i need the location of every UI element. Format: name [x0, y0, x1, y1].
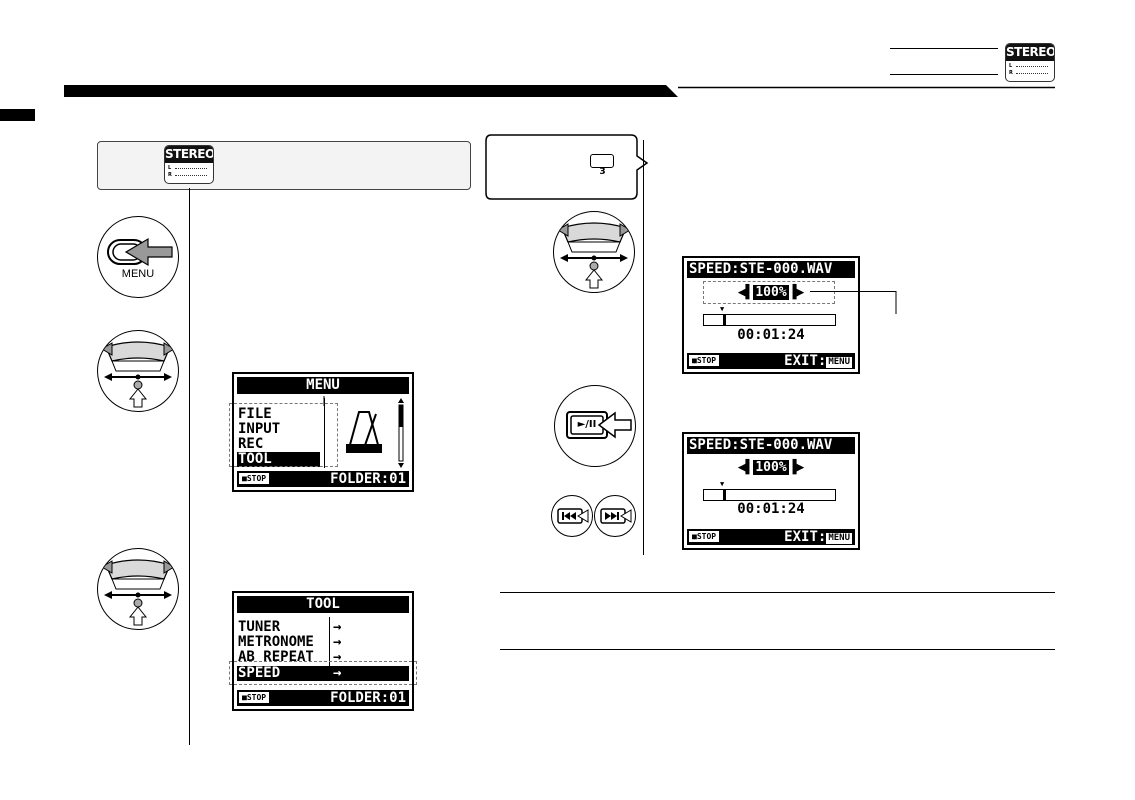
folder-indicator: FOLDER:01 — [330, 471, 406, 487]
folder-indicator: FOLDER:01 — [330, 690, 406, 706]
stereo-badge-label: STEREO — [1006, 44, 1055, 61]
header-bar — [0, 85, 1055, 121]
dial-icon — [101, 559, 175, 626]
playback-time: 00:01:24 — [737, 327, 805, 343]
menu-screen-footer: ■STOP FOLDER:01 — [237, 471, 409, 487]
speed-value: 100% — [753, 460, 789, 475]
menu-screen: MENU FILE INPUT REC TOOL ■STOP FOLDER:01 — [232, 372, 414, 492]
menu-button-icon — [107, 237, 173, 267]
tool-screen-footer: ■STOP FOLDER:01 — [237, 690, 409, 706]
small-key-icon — [590, 154, 614, 168]
stop-indicator: ■STOP — [239, 692, 270, 703]
menu-callout-line — [323, 396, 325, 406]
stereo-meter-icon: L R — [165, 163, 213, 181]
dial-icon — [557, 222, 631, 289]
note-bottom-rule — [500, 649, 1055, 650]
menu-item-file: FILE — [238, 406, 272, 422]
tool-selection-highlight — [229, 661, 417, 685]
dial-icon — [101, 341, 175, 408]
tool-arrow-3: → — [333, 649, 342, 665]
rewind-icon — [557, 508, 589, 524]
menu-item-rec: REC — [238, 436, 264, 452]
speed-screen-2: SPEED:STE-000.WAV ◀▌100%▐▶ ▼ 00:01:24 ■S… — [682, 432, 860, 550]
metronome-icon — [346, 411, 382, 453]
callout-box — [485, 134, 649, 200]
step-mode-box — [97, 141, 471, 190]
header-rule-1 — [890, 48, 998, 49]
menu-scrollbar — [398, 398, 404, 468]
tool-arrow-4: → — [333, 665, 342, 681]
tool-arrow-1: → — [333, 619, 342, 635]
left-column-divider — [189, 188, 190, 745]
speed-value-highlight — [703, 281, 835, 304]
dial-illustration-1 — [97, 330, 179, 412]
menu-screen-divider — [324, 398, 325, 468]
speed-value-row: ◀▌100%▐▶ — [684, 285, 858, 301]
fast-forward-button-illustration — [594, 495, 636, 537]
speed-increase-icon: ▐▶ — [788, 285, 805, 300]
playback-position-cursor — [723, 315, 726, 325]
dial-illustration-3 — [553, 211, 635, 293]
playback-position-bar — [703, 314, 836, 326]
playback-position-marker: ▼ — [720, 480, 725, 488]
stereo-badge-label: STEREO — [165, 146, 214, 163]
speed-decrease-icon: ◀▌ — [737, 285, 754, 300]
stop-indicator: ■STOP — [689, 355, 720, 366]
tool-arrow-2: → — [333, 634, 342, 650]
header-rule-2 — [890, 74, 998, 75]
playback-time: 00:01:24 — [737, 501, 805, 517]
speed-screen-title: SPEED:STE-000.WAV — [687, 261, 855, 278]
play-pause-label: ►/II — [577, 419, 597, 430]
stereo-meter-icon: L R — [1006, 61, 1054, 79]
stop-indicator: ■STOP — [689, 531, 720, 542]
dial-illustration-2 — [97, 548, 179, 630]
menu-item-tool: TOOL — [237, 452, 320, 467]
stop-indicator: ■STOP — [239, 473, 270, 484]
step-stereo-badge: STEREO L R — [164, 145, 214, 184]
tool-item-ab-repeat: AB REPEAT — [238, 649, 314, 665]
tool-item-metronome: METRONOME — [238, 634, 314, 650]
speed-value-row: ◀▌100%▐▶ — [684, 460, 858, 476]
tool-screen-divider — [329, 617, 330, 681]
menu-selection-highlight — [229, 403, 338, 467]
tool-item-tuner: TUNER — [238, 619, 281, 635]
playback-position-bar — [703, 489, 836, 501]
middle-column-divider — [643, 140, 644, 555]
menu-button-label: MENU — [121, 268, 155, 280]
tool-screen: TOOL TUNER METRONOME AB REPEAT SPEED → →… — [232, 591, 414, 711]
playback-position-cursor — [723, 490, 726, 500]
speed-value: 100% — [753, 285, 789, 300]
speed-increase-icon: ▐▶ — [788, 460, 805, 475]
speed-screen-footer: ■STOP EXIT:MENU — [687, 353, 855, 369]
speed-callout-line — [810, 291, 897, 314]
small-key-number: 3 — [599, 167, 606, 177]
exit-indicator: EXIT:MENU — [784, 529, 852, 545]
tool-item-speed: SPEED — [237, 666, 409, 681]
speed-screen-1: SPEED:STE-000.WAV ◀▌100%▐▶ ▼ 00:01:24 ■S… — [682, 256, 860, 374]
playback-position-marker: ▼ — [720, 305, 725, 313]
rewind-button-illustration — [551, 495, 593, 537]
menu-button-illustration: MENU — [97, 216, 179, 298]
menu-screen-title: MENU — [237, 377, 409, 394]
tool-screen-title: TOOL — [237, 596, 409, 613]
header-stereo-badge: STEREO L R — [1005, 43, 1055, 82]
play-pause-button-icon — [566, 411, 632, 439]
speed-screen-footer: ■STOP EXIT:MENU — [687, 529, 855, 545]
play-pause-button-illustration: ►/II — [554, 385, 636, 467]
fast-forward-icon — [600, 508, 632, 524]
note-top-rule — [500, 592, 1055, 593]
speed-screen-title: SPEED:STE-000.WAV — [687, 437, 855, 454]
exit-indicator: EXIT:MENU — [784, 353, 852, 369]
menu-item-input: INPUT — [238, 421, 281, 437]
speed-decrease-icon: ◀▌ — [737, 460, 754, 475]
